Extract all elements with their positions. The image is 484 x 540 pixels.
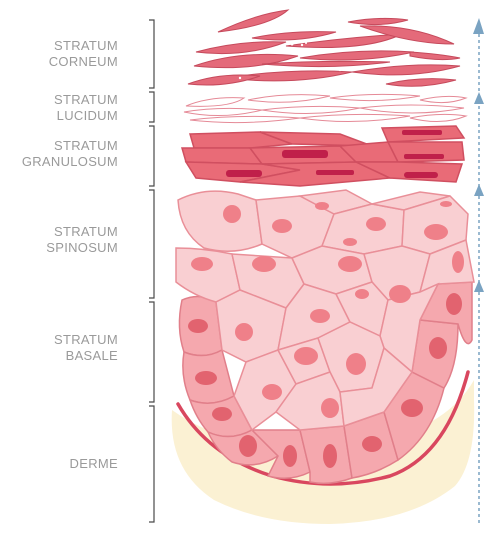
label-stratum-spinosum: STRATUM SPINOSUM <box>46 224 118 256</box>
bracket-granulosum <box>149 126 154 186</box>
label-stratum-lucidum: STRATUM LUCIDUM <box>54 92 118 124</box>
arrow-head-mid-3 <box>474 280 484 292</box>
label-stratum-corneum: STRATUM CORNEUM <box>49 38 118 70</box>
label-derme: DERME <box>70 456 118 472</box>
layer-brackets <box>149 20 154 522</box>
label-stratum-basale: STRATUM BASALE <box>54 332 118 364</box>
bracket-derme <box>149 406 154 522</box>
migration-arrow <box>473 18 484 524</box>
arrow-head-top <box>473 18 484 34</box>
label-stratum-granulosum: STRATUM GRANULOSUM <box>22 138 118 170</box>
arrow-head-mid-1 <box>474 92 484 104</box>
bracket-basale <box>149 302 154 402</box>
arrow-head-mid-2 <box>474 184 484 196</box>
lucidum-cells <box>184 94 466 122</box>
bracket-spinosum <box>149 190 154 298</box>
bracket-lucidum <box>149 92 154 122</box>
corneum-cells <box>188 10 460 86</box>
bracket-corneum <box>149 20 154 88</box>
